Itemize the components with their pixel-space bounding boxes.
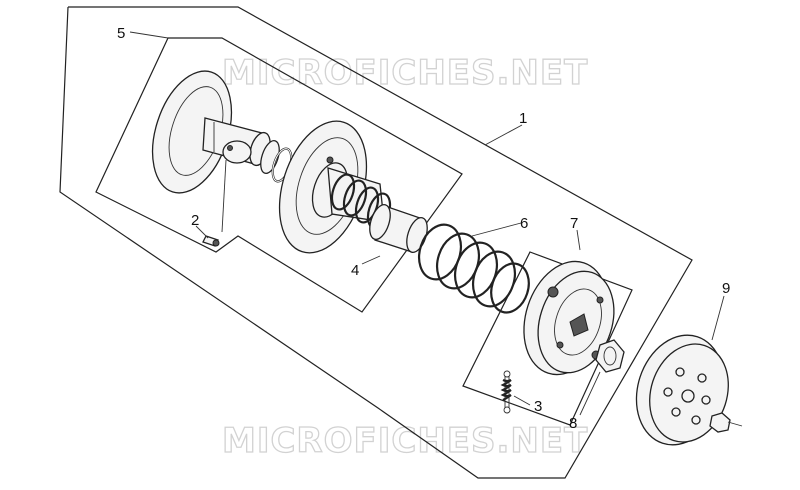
callout-4: 4 [351,262,359,279]
callout-1: 1 [519,110,527,127]
callout-8: 8 [569,415,577,432]
shoe-spring [500,370,512,414]
clutch-shoe-assembly [523,260,615,376]
callout-7: 7 [570,215,578,232]
sleeve-bushing [369,204,428,253]
callout-3: 3 [534,398,542,415]
fixed-half-pulley [278,120,385,254]
assembly-outline-1 [59,6,693,479]
callout-6: 6 [520,215,528,232]
clutch-bell [635,334,743,446]
leader-lines [129,31,725,416]
callout-2: 2 [191,212,199,229]
callout-5: 5 [117,25,125,42]
inner-spring [330,173,392,230]
guide-pin [202,235,220,247]
sub-assembly-outline-5 [95,37,463,313]
torque-spring [418,223,530,314]
callout-9: 9 [722,280,730,297]
clutch-nut [595,339,625,373]
watermark-top: MICROFICHES.NET [222,53,588,93]
